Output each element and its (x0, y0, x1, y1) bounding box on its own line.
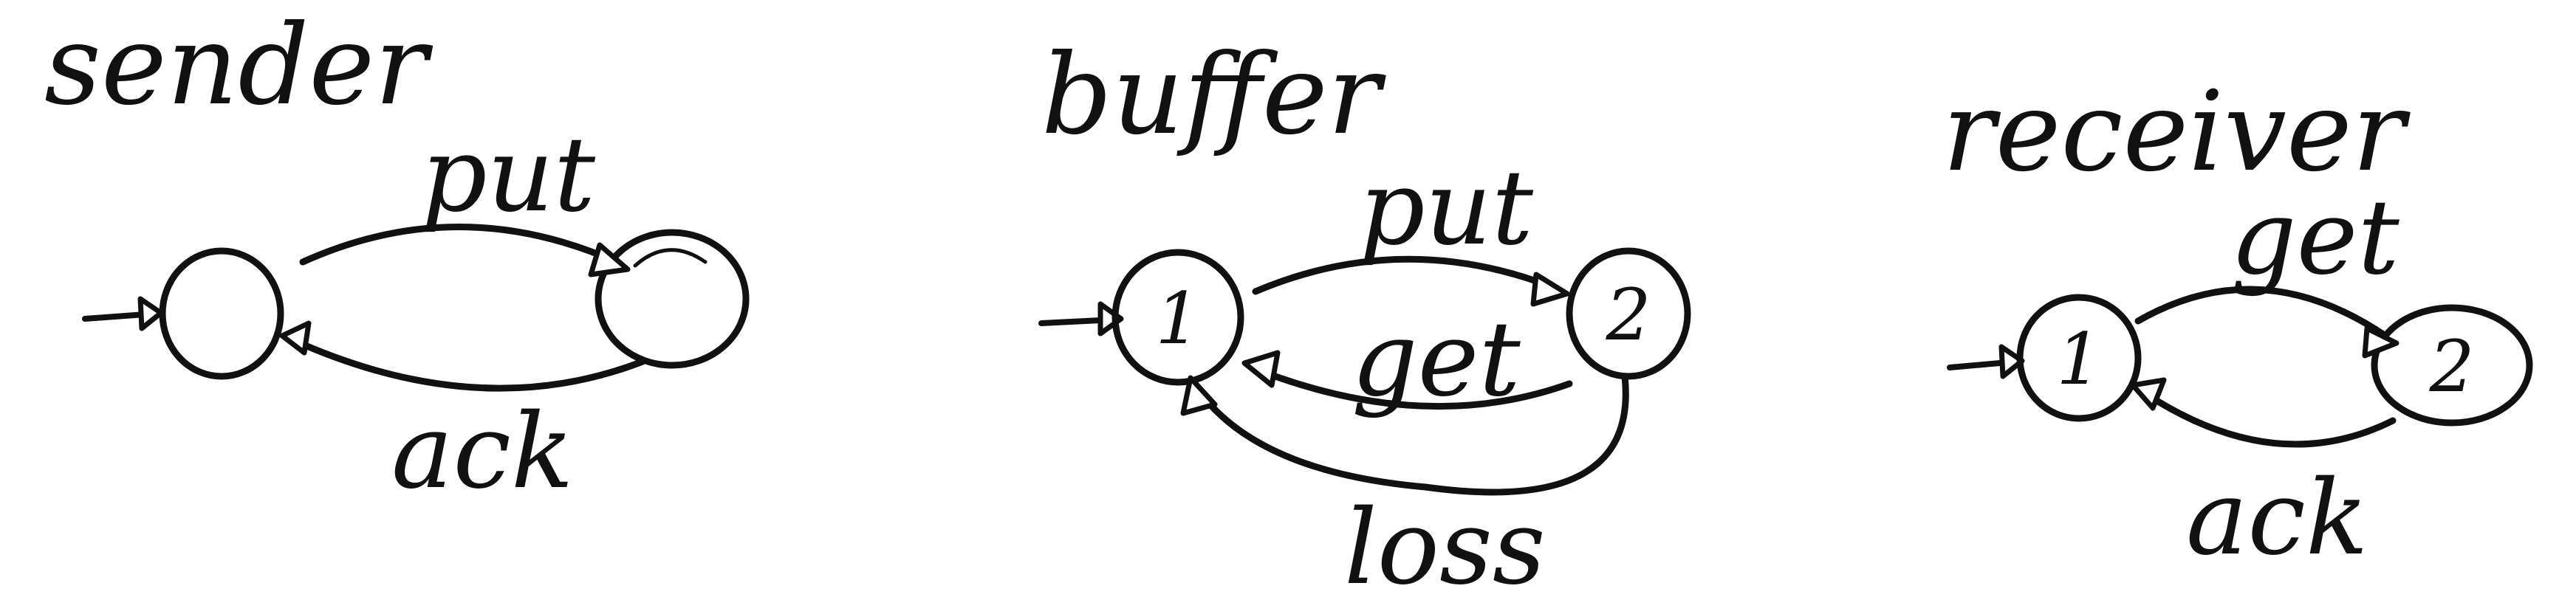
buffer-get-arrowhead (1241, 350, 1281, 388)
buffer-loss-arrowhead (1180, 375, 1218, 416)
receiver-state-1-label: 1 (2056, 318, 2101, 401)
sender-state-2 (595, 229, 750, 369)
receiver-state-2-label: 2 (2428, 325, 2474, 408)
buffer-state-1 (1111, 249, 1244, 386)
receiver-ack-edge (2138, 387, 2397, 448)
receiver-initial-arrowhead (1998, 344, 2025, 379)
buffer-loss-label: loss (1344, 488, 1546, 597)
sender-put-edge (299, 224, 620, 266)
buffer-get-edge (1252, 365, 1573, 410)
sender-title: sender (44, 1, 434, 130)
buffer-initial-arrowhead (1097, 301, 1124, 337)
sender-ack-edge (288, 336, 646, 392)
buffer-get-label: get (1352, 300, 1521, 420)
receiver-ack-arrowhead (2130, 377, 2167, 411)
buffer-state-1-label: 1 (1155, 277, 1200, 360)
sender-automaton: sender put ack (44, 1, 750, 512)
sender-put-arrowhead (588, 242, 631, 277)
receiver-get-label: get (2230, 178, 2399, 298)
buffer-state-2 (1566, 247, 1691, 380)
receiver-state-2 (2371, 304, 2533, 427)
receiver-get-edge (2134, 286, 2389, 339)
buffer-automaton: buffer 1 2 put get loss (1038, 31, 1691, 597)
receiver-ack-label: ack (2186, 458, 2368, 579)
receiver-title: receiver (1942, 68, 2411, 196)
buffer-put-arrowhead (1530, 272, 1570, 307)
buffer-title: buffer (1041, 31, 1387, 159)
receiver-state-1 (2016, 294, 2142, 422)
sender-ack-arrowhead (279, 320, 312, 356)
sender-initial-arrowhead (137, 296, 164, 331)
sender-state-2-mark (633, 248, 708, 268)
buffer-put-label: put (1359, 148, 1534, 269)
sender-ack-label: ack (391, 392, 574, 512)
buffer-state-2-label: 2 (1605, 274, 1651, 356)
buffer-loss-edge (1193, 373, 1629, 496)
receiver-get-arrowhead (2362, 325, 2399, 359)
buffer-put-edge (1252, 255, 1558, 295)
receiver-automaton: receiver 1 2 get ack (1942, 68, 2533, 579)
sender-state-1 (159, 247, 284, 380)
sender-put-label: put (421, 115, 596, 235)
